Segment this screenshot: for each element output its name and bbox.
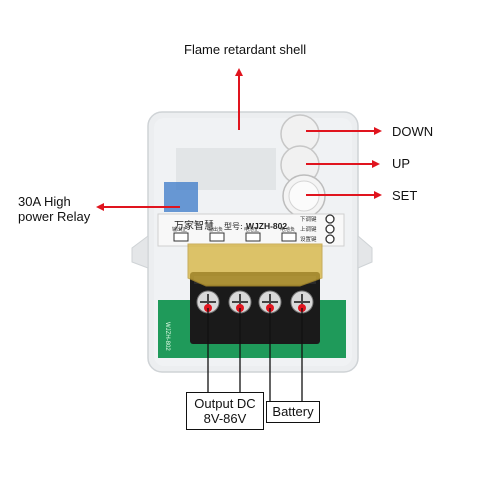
front-label-panel <box>157 213 345 247</box>
output-callout-line1: Output DC <box>194 396 256 411</box>
terminal-leads <box>204 304 306 401</box>
relay-callout-line2: power Relay <box>18 209 91 224</box>
down-callout-label: DOWN <box>392 124 434 139</box>
output-callout-box: Output DC 8V-86V <box>186 392 264 430</box>
shell-callout-label: Flame retardant shell <box>184 42 307 57</box>
indicator-label-bat-pos: 电池正 <box>244 226 259 233</box>
terminal-screws <box>196 290 314 314</box>
output-callout-line2: 8V-86V <box>203 411 247 426</box>
set-callout-label: SET <box>392 188 418 203</box>
key-label-down: 下调键 <box>300 215 317 223</box>
relay-callout-line1: 30A High <box>18 194 71 209</box>
indicator-label-bat-neg: 电池负 <box>280 226 295 233</box>
key-label-up: 上调键 <box>300 225 317 233</box>
battery-callout-text: Battery <box>272 404 314 419</box>
pcb-side-print: WJZH-802 <box>164 322 170 351</box>
indicator-label-out-pos: 输出正 <box>172 226 187 233</box>
key-label-set: 设置键 <box>300 235 317 243</box>
callout-arrows <box>96 68 382 211</box>
up-callout-label: UP <box>392 156 411 171</box>
battery-callout-box: Battery <box>266 401 320 423</box>
terminal-cover <box>187 243 323 287</box>
brand-text: 万家智慧 <box>174 219 214 232</box>
button-group <box>280 114 326 218</box>
model-text: WJZH-802 <box>246 221 287 231</box>
terminal-screw-3 <box>258 290 282 314</box>
relay-callout-label: 30A High power Relay <box>18 194 98 224</box>
model-prefix-text: 型号: <box>224 222 243 231</box>
indicator-label-out-neg: 输出负 <box>208 226 223 233</box>
terminal-screw-2 <box>228 290 252 314</box>
